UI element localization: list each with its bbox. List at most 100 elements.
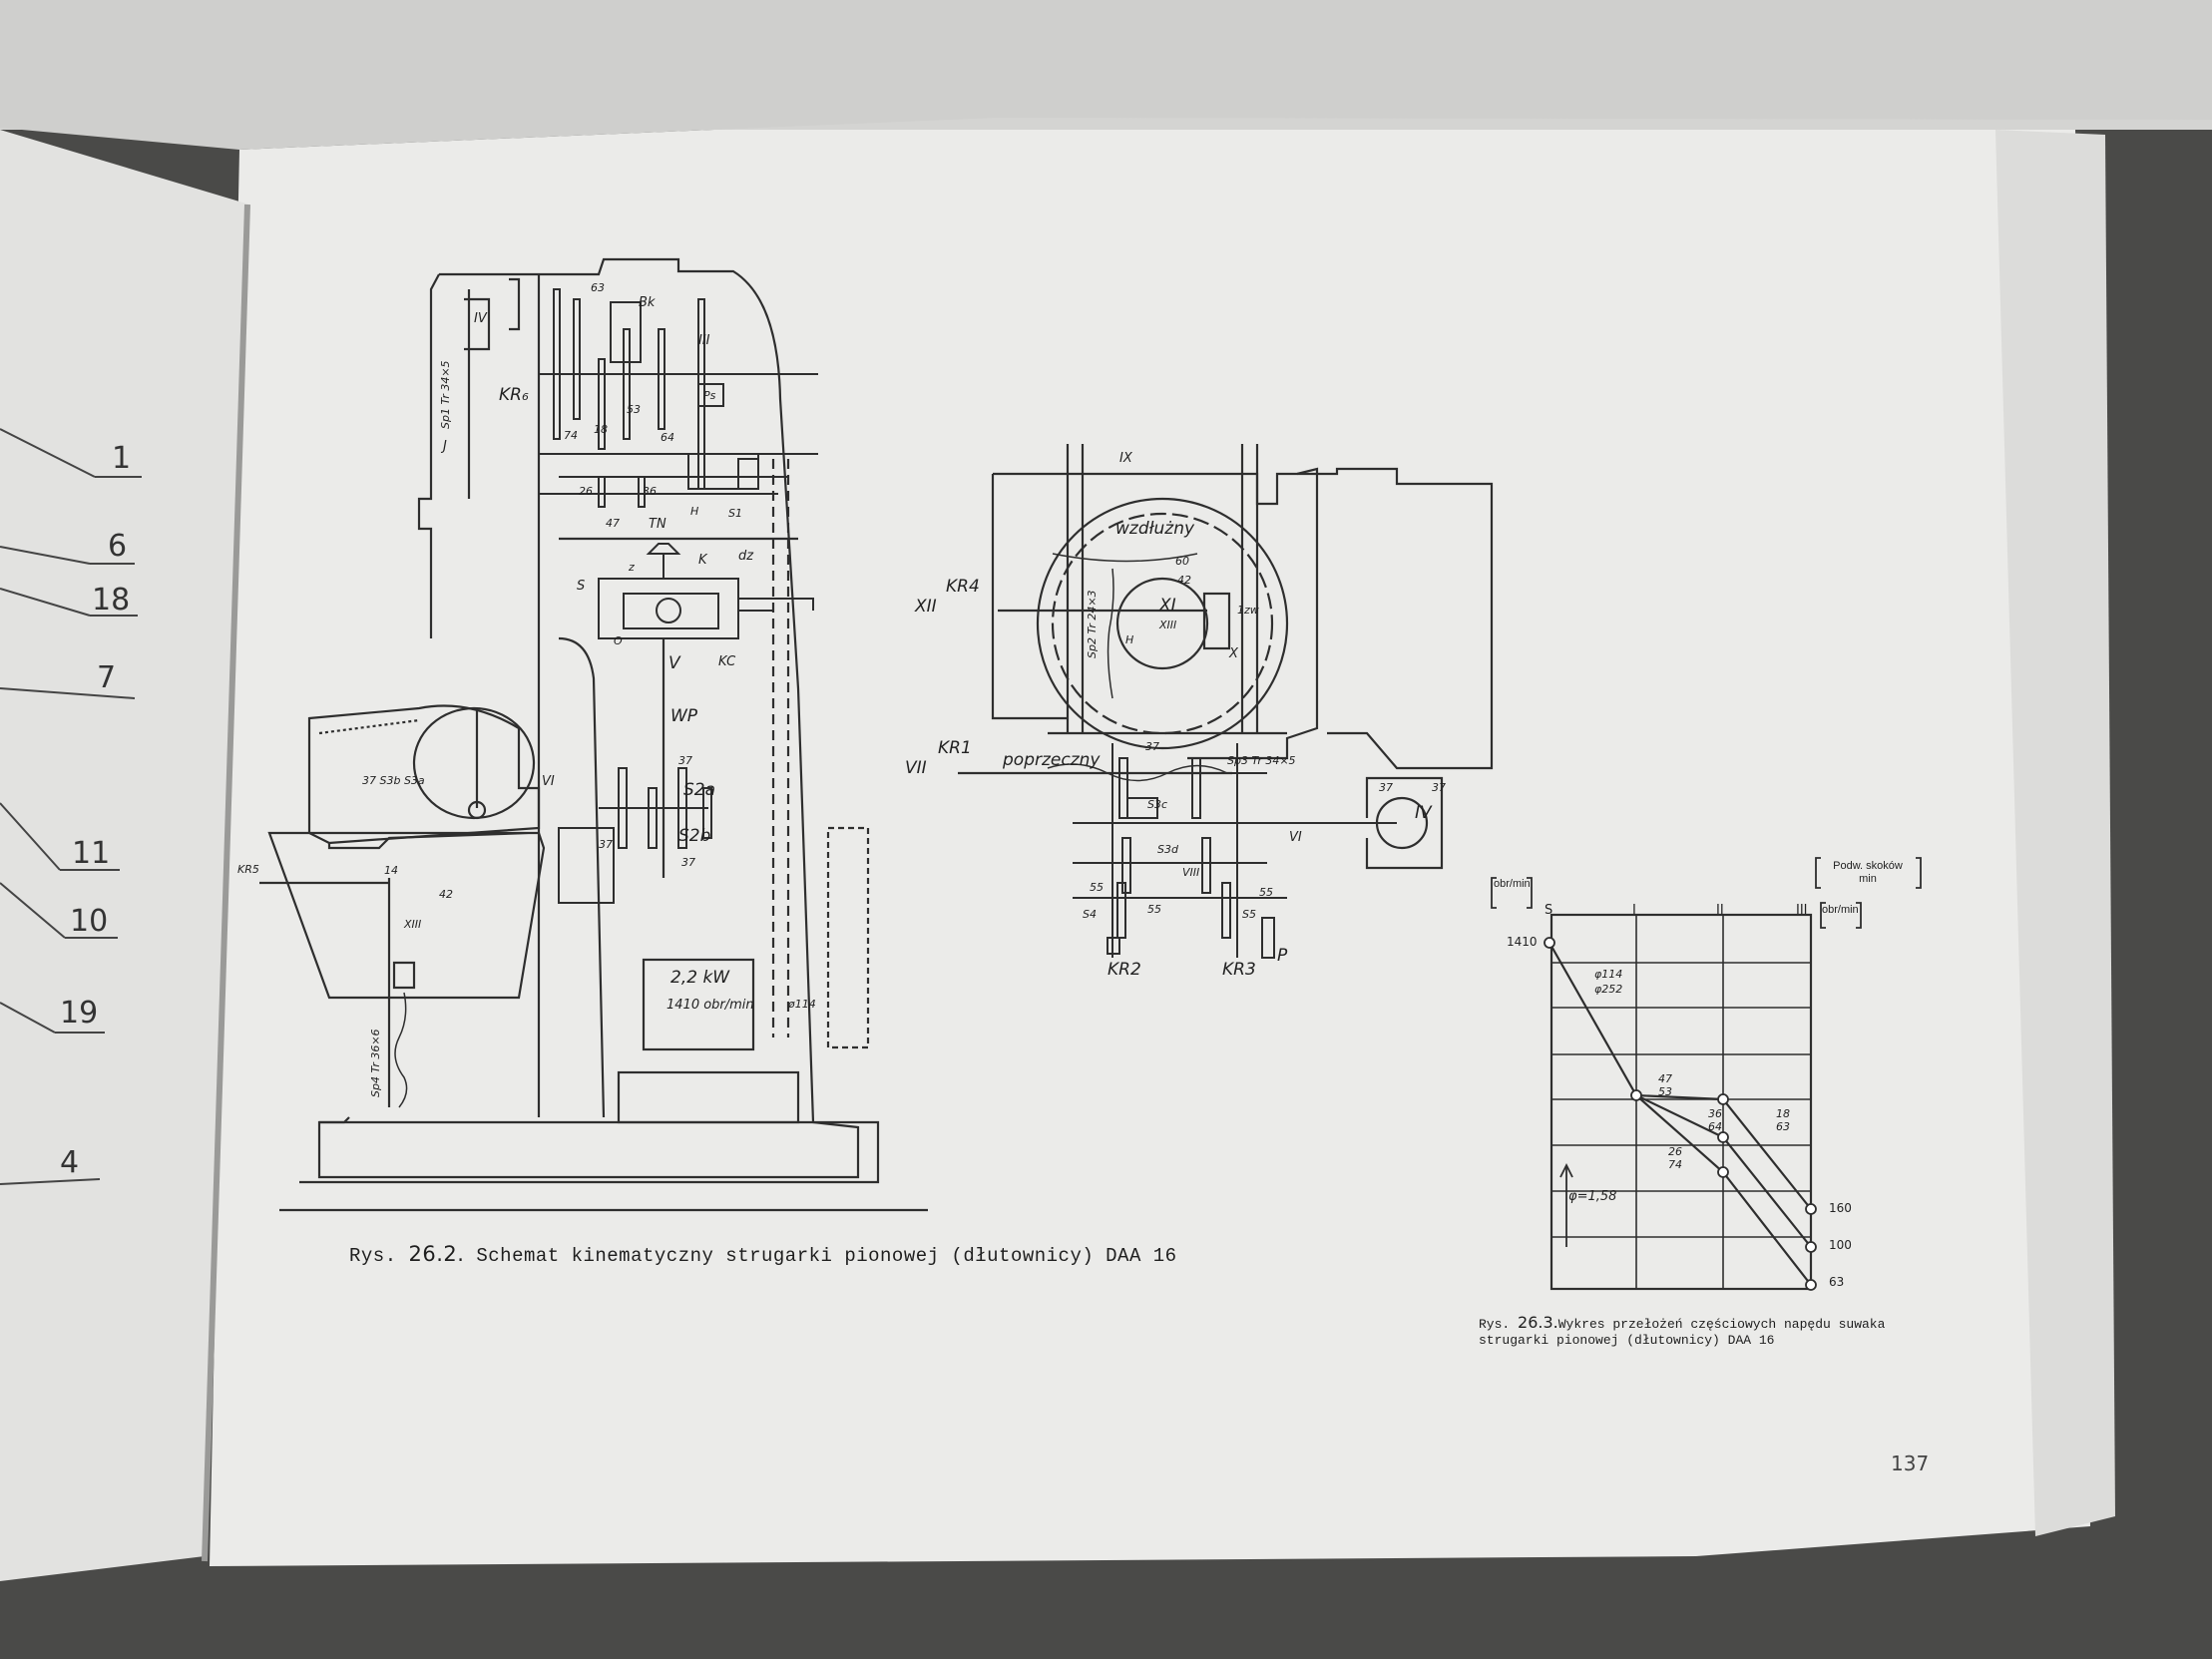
label-iv: IV — [474, 311, 487, 326]
left-page-leaders — [0, 428, 142, 1185]
machine-drawing — [259, 257, 928, 1212]
label-1zw: 1zw — [1237, 604, 1259, 617]
label-g37a: 37 — [678, 754, 692, 767]
label-kr4: KR4 — [946, 577, 980, 597]
chart-ratio-36: 36 — [1708, 1107, 1722, 1120]
table-drawing — [958, 444, 1494, 959]
chart-phi: φ=1,58 — [1568, 1189, 1617, 1204]
label-bk: Bk — [639, 295, 656, 310]
label-iii: III — [698, 333, 710, 348]
chart-y-unit-text: obr/min — [1494, 878, 1531, 890]
caption-26-3-prefix: Rys. — [1479, 1317, 1511, 1332]
label-iv-table: IV — [1415, 803, 1432, 823]
label-g37r: 37 — [1379, 781, 1393, 794]
chart-end-100: 100 — [1829, 1238, 1852, 1252]
label-xii: XII — [915, 597, 937, 617]
callout-1: 1 — [112, 441, 132, 476]
label-vi-table: VI — [1289, 830, 1302, 845]
label-sp2: Sp2 Tr 24×3 — [1086, 590, 1099, 658]
label-vii: VII — [905, 758, 927, 778]
chart-right-unit-bottom: min — [1859, 873, 1877, 885]
caption-prefix: Rys. — [349, 1245, 397, 1267]
label-g53: 53 — [627, 403, 641, 416]
label-g37c: 37 — [681, 856, 695, 869]
label-o: O — [614, 634, 623, 647]
caption-26-3-text: Wykres przełożeń częściowych napędu suwa… — [1479, 1317, 1886, 1348]
caption-text: Schemat kinematyczny strugarki pionowej … — [476, 1245, 1177, 1267]
page-number: 137 — [1891, 1452, 1930, 1475]
table-edge — [0, 0, 2212, 150]
label-j: J — [443, 439, 447, 454]
chart-right-unit: Podw. skoków min — [1818, 860, 1918, 886]
label-s3c: S3c — [1147, 798, 1168, 811]
callout-6: 6 — [108, 529, 128, 564]
label-g47: 47 — [606, 517, 620, 530]
ratio-chart — [1491, 857, 1922, 1291]
label-v: V — [668, 653, 680, 673]
label-sp1: Sp1 Tr 34×5 — [439, 360, 452, 429]
label-h2: H — [1125, 633, 1134, 646]
label-motor-speed: 1410 obr/min — [666, 998, 754, 1013]
label-s5: S5 — [1242, 908, 1256, 921]
label-kr5: KR5 — [237, 863, 259, 876]
chart-ratio-26: 26 — [1668, 1145, 1682, 1158]
left-page — [0, 130, 249, 1581]
callout-4: 4 — [60, 1145, 80, 1180]
label-s3: 37 S3b S3a — [362, 774, 425, 787]
label-g42: 42 — [439, 888, 453, 901]
figure-26-2-caption: Rys. 26.2. Schemat kinematyczny strugark… — [349, 1242, 1177, 1267]
caption-number: 26.2. — [408, 1242, 465, 1266]
callout-7: 7 — [97, 660, 117, 695]
callout-11: 11 — [72, 836, 111, 871]
label-tn: TN — [649, 517, 666, 532]
book-gutter — [202, 204, 250, 1562]
label-k: K — [698, 553, 707, 568]
chart-ratio-64: 64 — [1708, 1120, 1722, 1133]
callout-18: 18 — [92, 583, 131, 618]
label-kr3: KR3 — [1222, 960, 1256, 980]
caption-26-3-number: 26.3. — [1518, 1313, 1558, 1332]
label-motor-power: 2,2 kW — [670, 968, 730, 988]
label-g55a: 55 — [1090, 881, 1104, 894]
chart-col-iii: III — [1796, 903, 1808, 918]
callout-10: 10 — [70, 904, 109, 939]
label-h: H — [690, 505, 699, 518]
label-s4: S4 — [1083, 908, 1097, 921]
label-g55c: 55 — [1259, 886, 1273, 899]
label-ps: Ps — [703, 389, 716, 402]
label-sp3: Sp3 Tr 34×5 — [1227, 754, 1296, 767]
label-sp4: Sp4 Tr 36×6 — [369, 1029, 382, 1097]
label-g18: 18 — [594, 423, 608, 436]
label-kc: KC — [718, 654, 736, 669]
label-s2a: S2a — [683, 780, 716, 800]
chart-y-top: 1410 — [1507, 935, 1538, 949]
label-xiii: XIII — [404, 918, 422, 931]
chart-end-160: 160 — [1829, 1201, 1852, 1215]
label-vi: VI — [542, 774, 555, 789]
chart-col-s: S — [1545, 903, 1553, 918]
chart-right-unit-top: Podw. skoków — [1833, 860, 1903, 872]
label-poprzeczny: poprzeczny — [1003, 750, 1101, 770]
chart-col-i: I — [1632, 903, 1636, 918]
label-g37t: 37 — [1145, 740, 1159, 753]
right-page — [210, 118, 2090, 1566]
label-g37b: 37 — [599, 838, 613, 851]
label-p: P — [1277, 946, 1288, 966]
label-g14: 14 — [384, 864, 398, 877]
chart-end-63: 63 — [1829, 1275, 1845, 1289]
label-belt: ø114 — [788, 998, 816, 1011]
label-kr2: KR2 — [1107, 960, 1141, 980]
label-s3d: S3d — [1157, 843, 1178, 856]
label-g64: 64 — [661, 431, 674, 444]
chart-ratio-53: 53 — [1658, 1085, 1672, 1098]
page-edges — [1995, 130, 2115, 1536]
callout-19: 19 — [60, 996, 99, 1031]
chart-right-unit-2-text: obr/min — [1822, 904, 1859, 916]
label-s2b: S2b — [678, 826, 711, 846]
label-z: z — [629, 561, 635, 574]
label-g36: 36 — [643, 485, 657, 498]
label-g63: 63 — [591, 281, 605, 294]
chart-ratio-63: 63 — [1776, 1120, 1790, 1133]
chart-ratio-252: φ252 — [1594, 983, 1623, 996]
